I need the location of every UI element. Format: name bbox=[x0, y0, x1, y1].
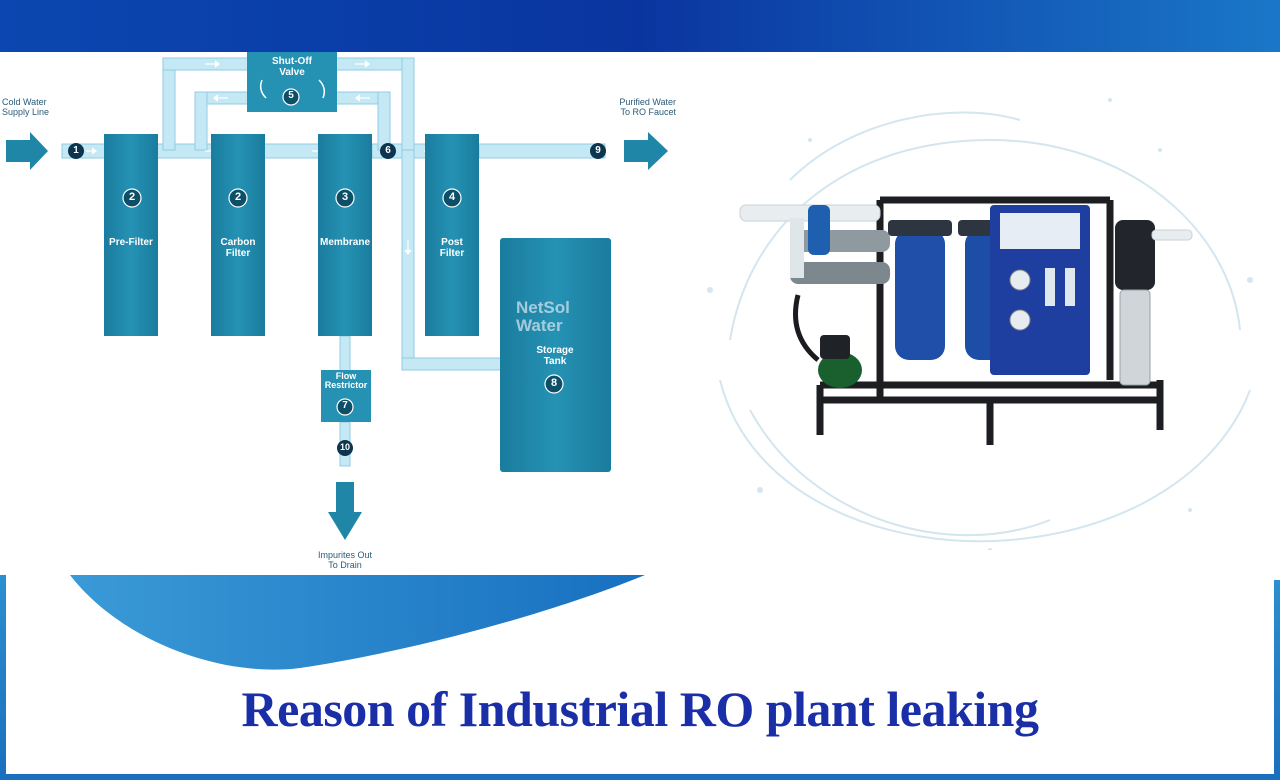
node-markers bbox=[68, 88, 606, 456]
booster-pump bbox=[818, 352, 862, 388]
flow-meter bbox=[1065, 268, 1075, 306]
bottom-frame-bar bbox=[0, 774, 1280, 780]
prefilter-cartridge bbox=[104, 134, 158, 336]
watermark-line2: Water bbox=[516, 316, 563, 335]
node-1-label: 1 bbox=[73, 145, 79, 156]
node-10-label: 10 bbox=[339, 442, 350, 452]
outlet-label: Purified Water To RO Faucet bbox=[619, 97, 676, 118]
membrane-housing bbox=[790, 230, 890, 252]
stage-name: Post Filter bbox=[439, 237, 465, 259]
tank-label: Storage Tank bbox=[536, 345, 574, 367]
left-frame-bar bbox=[0, 575, 6, 780]
stage-name: Membrane bbox=[319, 237, 370, 248]
stage-number: 2 bbox=[234, 191, 242, 203]
carbon-filter-cartridge bbox=[211, 134, 265, 336]
pressure-gauge bbox=[1009, 269, 1031, 291]
inlet-arrow bbox=[6, 132, 48, 170]
cartridge-filter bbox=[808, 205, 830, 255]
pressure-gauge bbox=[1009, 309, 1031, 331]
header-band bbox=[0, 0, 1280, 52]
stage-name: Pre-Filter bbox=[109, 237, 153, 248]
stage-number: 3 bbox=[341, 191, 349, 203]
valve-number: 5 bbox=[288, 90, 294, 101]
page-caption: Reason of Industrial RO plant leaking bbox=[241, 681, 1039, 737]
drain-arrow bbox=[328, 482, 362, 540]
filter-housing bbox=[895, 230, 945, 360]
inlet-label: Cold Water Supply Line bbox=[2, 97, 50, 118]
outlet-arrow bbox=[624, 132, 668, 170]
blue-swoosh bbox=[70, 575, 645, 670]
node-9-label: 9 bbox=[595, 145, 601, 156]
water-splash bbox=[719, 111, 1251, 543]
membrane-housing bbox=[790, 262, 890, 284]
restrictor-number: 7 bbox=[342, 400, 348, 411]
junction-6-label: 6 bbox=[385, 145, 391, 156]
control-display bbox=[1000, 213, 1080, 249]
ro-process-diagram bbox=[6, 52, 668, 540]
inlet-pipe bbox=[790, 218, 804, 278]
stage-name: Carbon Filter bbox=[220, 237, 256, 259]
pump-body bbox=[1119, 289, 1151, 386]
tank-number: 8 bbox=[550, 377, 558, 389]
ro-plant-photo bbox=[707, 98, 1253, 550]
pump-motor bbox=[1115, 220, 1155, 290]
stage-number: 4 bbox=[448, 191, 456, 203]
flow-meter bbox=[1045, 268, 1055, 306]
pipes bbox=[61, 57, 606, 467]
right-frame-bar bbox=[1274, 580, 1280, 780]
restrictor-label: Flow Restrictor bbox=[324, 371, 368, 391]
drain-label: Impurites Out To Drain bbox=[317, 550, 373, 571]
storage-tank bbox=[500, 238, 611, 472]
watermark-line1: NetSol bbox=[516, 298, 570, 317]
steel-frame bbox=[816, 196, 1164, 445]
valve-label: Shut-Off Valve bbox=[272, 56, 312, 78]
post-filter-cartridge bbox=[425, 134, 479, 336]
stage-number: 2 bbox=[128, 191, 136, 203]
splash-droplets bbox=[707, 98, 1253, 550]
membrane-cartridge bbox=[318, 134, 372, 336]
